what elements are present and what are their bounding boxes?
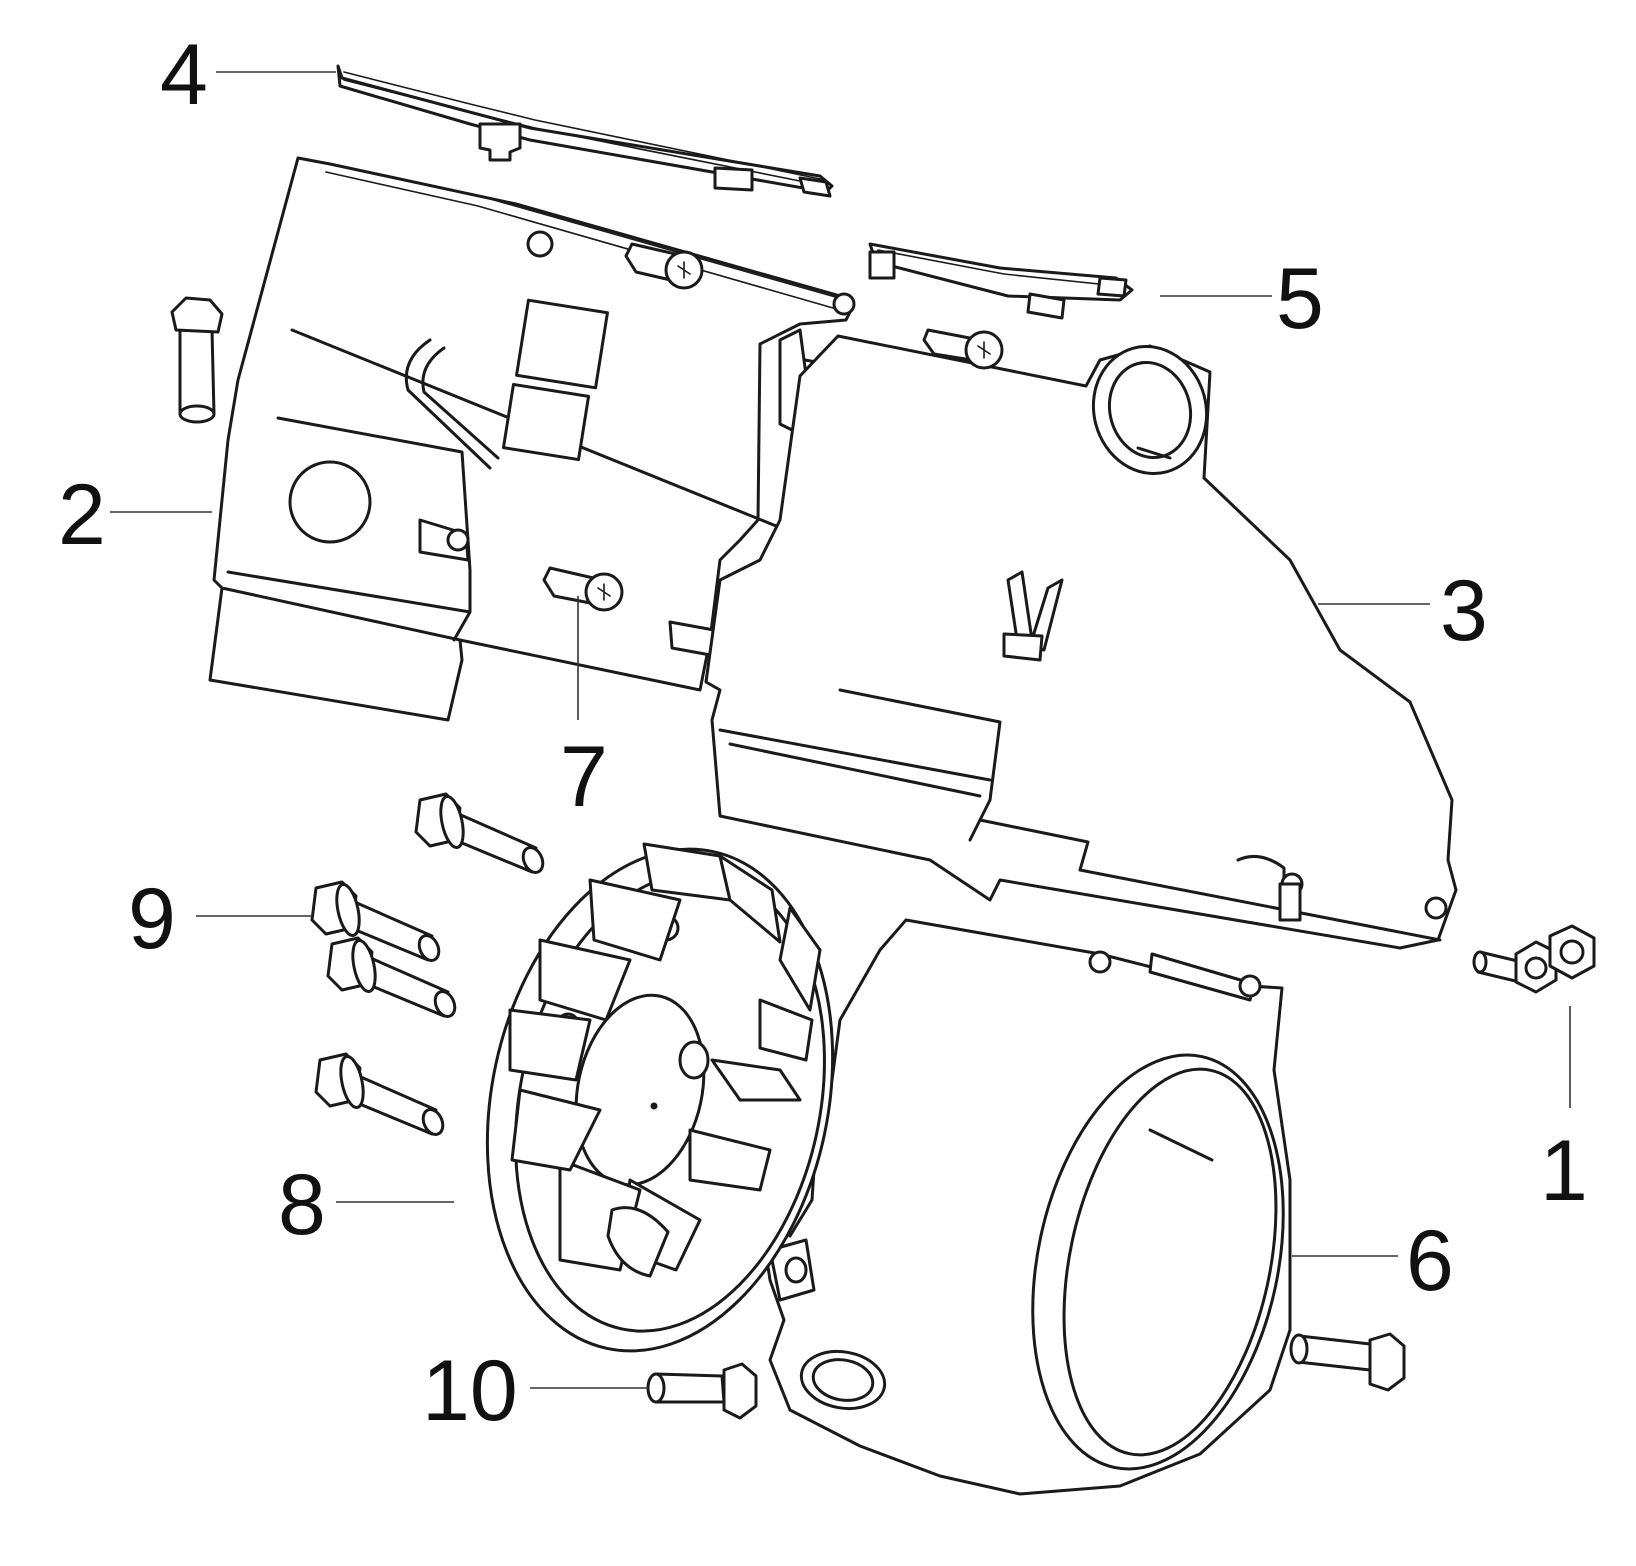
callout-1: 1 xyxy=(1540,1123,1588,1219)
part-7-screws xyxy=(542,242,1004,612)
part-10-bolts xyxy=(170,296,1406,1420)
callout-7: 7 xyxy=(560,729,608,825)
part-4-upper-seal-strip xyxy=(336,64,834,198)
callout-10: 10 xyxy=(422,1343,518,1439)
part-5-small-clip-strip xyxy=(868,242,1134,320)
leader-lines xyxy=(110,71,1571,1389)
part-8-flywheel-fan xyxy=(485,842,835,1353)
callout-8: 8 xyxy=(278,1157,326,1253)
callout-2: 2 xyxy=(58,467,106,563)
part-1-bolt-and-nuts xyxy=(1472,924,1596,994)
callout-6: 6 xyxy=(1406,1213,1454,1309)
part-2-left-cylinder-shroud xyxy=(208,156,882,722)
callout-5: 5 xyxy=(1276,251,1324,347)
part-3-right-cylinder-shroud xyxy=(704,334,1458,950)
callout-4: 4 xyxy=(160,27,208,123)
part-9-flange-bolts xyxy=(310,792,545,1136)
callout-labels: 4 2 5 3 7 9 8 10 6 1 xyxy=(58,27,1588,1439)
callout-9: 9 xyxy=(128,871,176,967)
callout-3: 3 xyxy=(1440,563,1488,659)
part-6-fan-housing xyxy=(762,918,1292,1496)
